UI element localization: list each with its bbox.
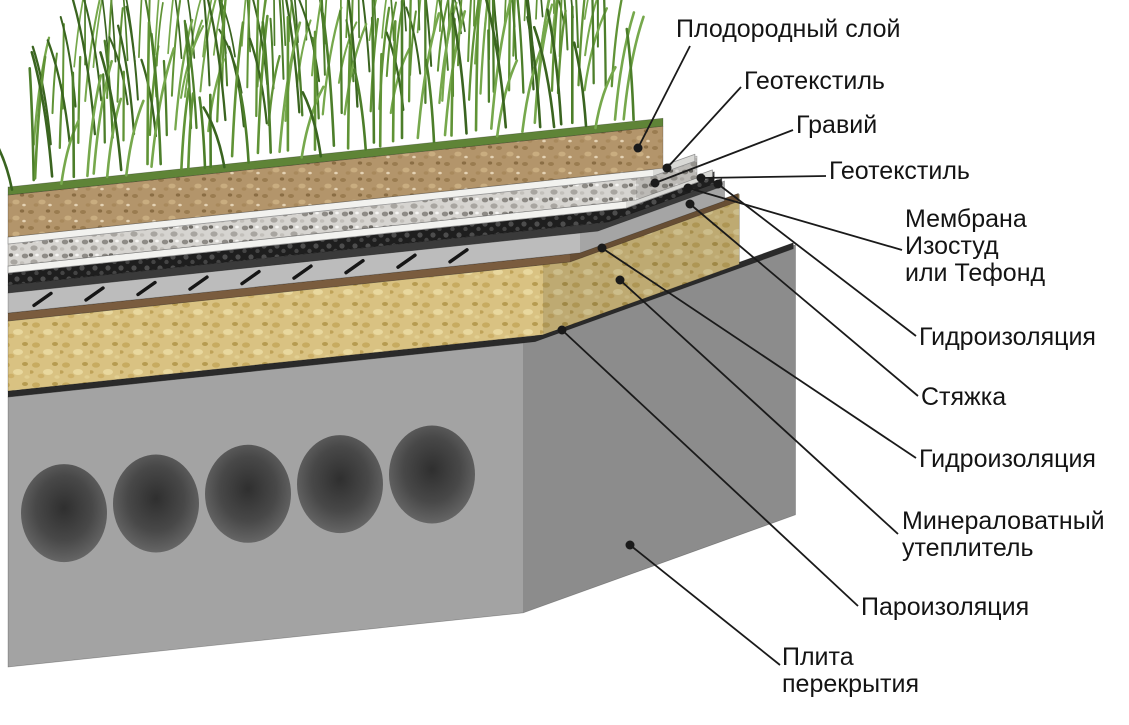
- label-vapor-barrier: Пароизоляция: [861, 593, 1030, 621]
- layer-band-geotextile-lower: [7, 169, 713, 274]
- label-floor-slab: Плита перекрытия: [782, 643, 920, 698]
- layer-shade-mineral-wool: [543, 194, 740, 335]
- label-fertile-soil: Плодородный слой: [676, 15, 901, 43]
- label-membrane: Мембрана Изостуд или Тефонд: [905, 205, 1046, 287]
- leader-dot-membrane: [683, 183, 693, 193]
- leader-line-floor-slab: [629, 544, 781, 666]
- leader-line-fertile-soil: [637, 45, 691, 149]
- layer-shade-screed: [580, 180, 725, 253]
- leader-dots: [557, 143, 723, 550]
- leader-line-vapor-barrier: [561, 329, 859, 607]
- leader-dot-floor-slab: [625, 540, 635, 550]
- label-geotextile-upper: Геотекстиль: [744, 67, 885, 95]
- leader-dot-screed: [685, 199, 695, 209]
- grass-blades: [0, 0, 645, 191]
- leader-line-mineral-wool: [619, 279, 899, 535]
- label-mineral-wool: Минераловатный утеплитель: [902, 507, 1105, 562]
- leader-line-gravel: [654, 129, 794, 184]
- label-geotextile-lower: Геотекстиль: [829, 157, 970, 185]
- leader-line-membrane: [687, 187, 903, 251]
- label-waterproofing-lower: Гидроизоляция: [919, 445, 1096, 473]
- label-waterproofing-upper: Гидроизоляция: [919, 323, 1096, 351]
- leader-line-geotextile-upper: [666, 86, 742, 169]
- leader-line-screed: [689, 203, 919, 397]
- screed-rebar-marks: [32, 248, 469, 308]
- leader-dot-mineral-wool: [615, 275, 625, 285]
- leader-line-waterproofing-upper: [717, 183, 917, 337]
- leader-dot-waterproofing-upper: [713, 179, 723, 189]
- layer-band-vapor-barrier: [7, 242, 794, 398]
- label-screed: Стяжка: [921, 383, 1007, 411]
- leader-dot-fertile-soil: [633, 143, 643, 153]
- layer-band-waterproofing-lower: [7, 193, 739, 322]
- leader-dot-waterproofing-lower: [597, 243, 607, 253]
- leader-dot-geotextile-lower: [696, 173, 706, 183]
- leader-line-geotextile-lower: [700, 175, 827, 179]
- label-gravel: Гравий: [796, 111, 878, 139]
- leader-dot-vapor-barrier: [557, 325, 567, 335]
- leader-lines: [561, 45, 919, 666]
- layer-shade-floor-slab: [523, 244, 796, 613]
- leader-dot-geotextile-upper: [662, 163, 672, 173]
- leader-line-waterproofing-lower: [601, 247, 917, 459]
- leader-dot-gravel: [650, 178, 660, 188]
- layer-band-geotextile-upper: [7, 153, 696, 245]
- slab-hollow-cores: [21, 425, 475, 563]
- layer-band-grass-base: [7, 117, 664, 196]
